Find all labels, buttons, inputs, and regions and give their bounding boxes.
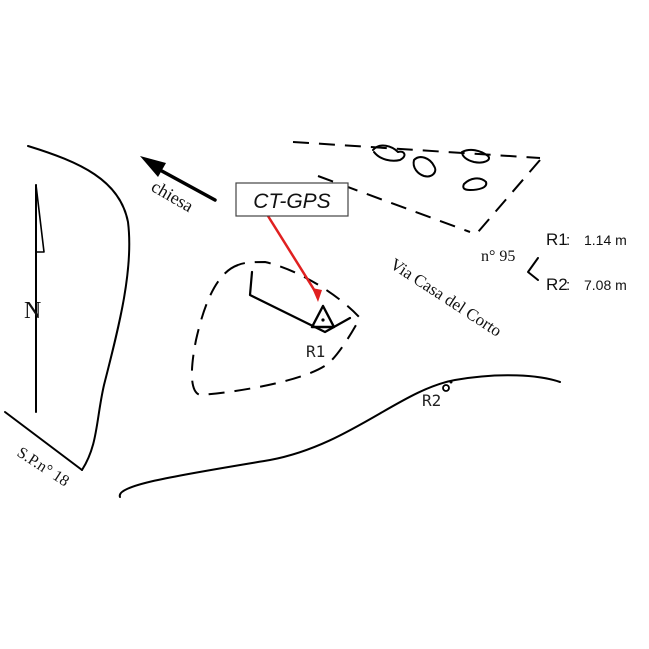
distance-r1-ref: R1 xyxy=(546,230,568,249)
house-corner-mark xyxy=(527,257,539,281)
house-number-label: n° 95 xyxy=(481,248,515,265)
north-label: N xyxy=(24,298,41,324)
distance-r1-value: 1.14 m xyxy=(584,232,627,248)
distance-r2-value: 7.08 m xyxy=(584,277,627,293)
vegetation-symbols xyxy=(372,144,490,191)
ref1-map-label: R1 xyxy=(306,342,325,361)
station-pointer-line xyxy=(266,215,320,297)
distance-legend: R1 : 1.14 m R2 : 7.08 m xyxy=(546,230,627,294)
distance-r1-colon: : xyxy=(566,232,570,249)
station-pointer-arrowhead xyxy=(312,288,322,302)
road-bottom-curve xyxy=(118,374,561,498)
station-label-box xyxy=(235,182,349,217)
ref2-map-label: R2 xyxy=(422,391,441,410)
church-label: chiesa xyxy=(148,176,197,216)
distance-r2-colon: : xyxy=(566,277,570,294)
lot-boundary xyxy=(190,260,362,397)
north-arrow-icon: N xyxy=(24,184,45,413)
distance-r2-ref: R2 xyxy=(546,275,568,294)
church-direction-arrow-icon xyxy=(140,156,217,202)
street-label: Via Casa del Corto xyxy=(387,254,505,340)
benchmark-marker-icon xyxy=(442,380,453,392)
gps-station-triangle-icon xyxy=(310,304,336,329)
road-sp18-label: S.P.n° 18 xyxy=(14,444,72,490)
wall-line xyxy=(248,270,352,334)
station-label: CT-GPS xyxy=(253,190,330,213)
road-sp18-edge xyxy=(27,145,131,471)
road-sp18-lower-edge xyxy=(4,411,83,471)
